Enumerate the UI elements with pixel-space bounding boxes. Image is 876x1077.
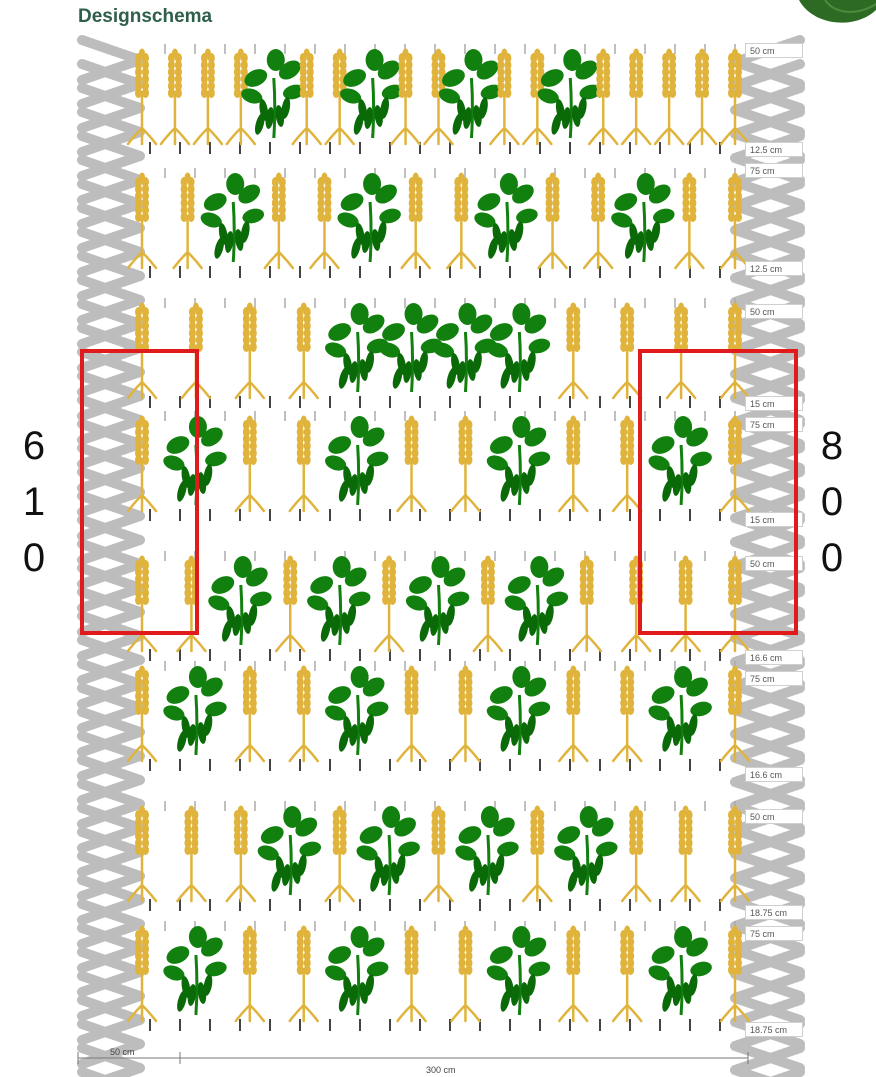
wheat-icon: [559, 926, 587, 1022]
wheat-icon: [161, 49, 189, 145]
wheat-icon: [227, 806, 255, 902]
wheat-icon: [688, 49, 716, 145]
soybean-plant-icon: [552, 806, 619, 895]
soybean-plant-icon: [472, 173, 539, 262]
wheat-icon: [398, 666, 426, 762]
soybean-plant-icon: [323, 926, 390, 1015]
wheat-icon: [402, 173, 430, 269]
wheat-icon: [174, 173, 202, 269]
wheat-icon: [573, 556, 601, 652]
wheat-icon: [236, 926, 264, 1022]
left-highlight-box: [80, 349, 199, 635]
soybean-plant-icon: [485, 416, 552, 505]
dimension-label: 12.5 cm: [745, 261, 803, 276]
wheat-icon: [451, 926, 479, 1022]
wheat-icon: [290, 303, 318, 399]
right-number-digit: 8: [812, 418, 852, 474]
soybean-plant-icon: [485, 303, 552, 392]
wheat-icon: [474, 556, 502, 652]
dimension-label: 50 cm: [745, 43, 803, 58]
soybean-plant-icon: [354, 806, 421, 895]
wheat-icon: [290, 416, 318, 512]
soybean-plant-icon: [437, 49, 504, 138]
dimension-label: 75 cm: [745, 926, 803, 941]
scale-total-label: 300 cm: [426, 1065, 456, 1075]
right-number-digit: 0: [812, 530, 852, 586]
soybean-plant-icon: [199, 173, 266, 262]
dimension-label: 12.5 cm: [745, 142, 803, 157]
right-number-digit: 0: [812, 474, 852, 530]
wheat-icon: [265, 173, 293, 269]
soybean-plant-icon: [256, 806, 323, 895]
dimension-label: 75 cm: [745, 671, 803, 686]
soybean-plant-icon: [323, 416, 390, 505]
wheat-icon: [559, 416, 587, 512]
left-number-digit: 1: [14, 474, 54, 530]
wheat-icon: [672, 806, 700, 902]
soybean-plant-icon: [485, 666, 552, 755]
wheat-icon: [290, 666, 318, 762]
wheat-icon: [655, 49, 683, 145]
soybean-plant-icon: [453, 806, 520, 895]
wheat-icon: [622, 806, 650, 902]
wheat-icon: [559, 666, 587, 762]
soybean-plant-icon: [646, 666, 713, 755]
wheat-icon: [326, 806, 354, 902]
wheat-icon: [425, 806, 453, 902]
wheat-icon: [613, 926, 641, 1022]
soybean-plant-icon: [338, 49, 405, 138]
soybean-plant-icon: [239, 49, 306, 138]
soybean-plant-icon: [646, 926, 713, 1015]
wheat-icon: [539, 173, 567, 269]
dimension-label: 18.75 cm: [745, 905, 803, 920]
wheat-icon: [584, 173, 612, 269]
wheat-icon: [194, 49, 222, 145]
soybean-plant-icon: [485, 926, 552, 1015]
wheat-icon: [290, 926, 318, 1022]
soybean-plant-icon: [161, 666, 228, 755]
wheat-icon: [675, 173, 703, 269]
soybean-plant-icon: [503, 556, 570, 645]
wheat-icon: [613, 416, 641, 512]
soybean-plant-icon: [305, 556, 372, 645]
soybean-plant-icon: [323, 666, 390, 755]
wheat-icon: [613, 666, 641, 762]
wheat-icon: [398, 926, 426, 1022]
wheat-icon: [310, 173, 338, 269]
wheat-icon: [398, 416, 426, 512]
soybean-plant-icon: [161, 926, 228, 1015]
soybean-plant-icon: [335, 173, 402, 262]
scale-small-label: 50 cm: [110, 1047, 135, 1057]
wheat-icon: [523, 806, 551, 902]
wheat-icon: [236, 416, 264, 512]
dimension-label: 18.75 cm: [745, 1022, 803, 1037]
wheat-icon: [177, 806, 205, 902]
dimension-label: 75 cm: [745, 163, 803, 178]
right-highlight-box: [638, 349, 798, 635]
wheat-icon: [447, 173, 475, 269]
wheat-icon: [236, 303, 264, 399]
soybean-plant-icon: [404, 556, 471, 645]
dimension-label: 16.6 cm: [745, 767, 803, 782]
dimension-label: 50 cm: [745, 809, 803, 824]
wheat-icon: [559, 303, 587, 399]
wheat-icon: [276, 556, 304, 652]
soybean-plant-icon: [536, 49, 603, 138]
wheat-icon: [451, 666, 479, 762]
soybean-plant-icon: [206, 556, 273, 645]
left-number-digit: 6: [14, 418, 54, 474]
wheat-icon: [451, 416, 479, 512]
left-number-digit: 0: [14, 530, 54, 586]
wheat-icon: [236, 666, 264, 762]
wheat-icon: [375, 556, 403, 652]
scale-bar: [78, 1052, 748, 1064]
dimension-label: 16.6 cm: [745, 650, 803, 665]
dimension-label: 50 cm: [745, 304, 803, 319]
soybean-plant-icon: [609, 173, 676, 262]
wheat-icon: [613, 303, 641, 399]
wheat-icon: [622, 49, 650, 145]
